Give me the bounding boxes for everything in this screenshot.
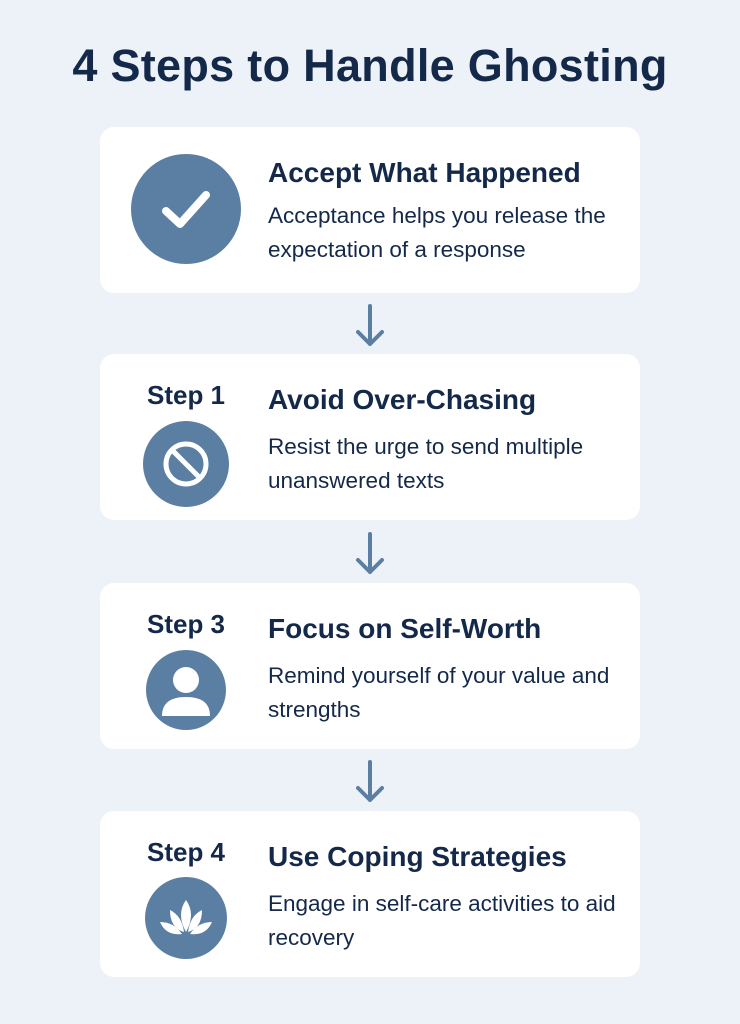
arrow-down-icon	[356, 532, 384, 574]
step-label: Step 4	[146, 837, 226, 867]
step-label: Step 3	[146, 609, 226, 639]
card-description: Resist the urge to send multiple unanswe…	[268, 434, 584, 493]
card-heading: Accept What Happened	[268, 157, 581, 188]
person-icon	[146, 650, 226, 730]
prohibited-icon	[143, 421, 229, 507]
card-heading: Avoid Over-Chasing	[268, 384, 537, 415]
arrow-down-icon	[356, 760, 384, 802]
card-description: Remind yourself of your value and streng…	[268, 663, 610, 722]
step-card-1: Step 1 Avoid Over-Chasing Resist the urg…	[100, 354, 640, 520]
step-card-3: Step 3 Focus on Self-Worth Remind yourse…	[100, 583, 640, 749]
step-card-4: Step 4 Use Coping Strategies Engage in s…	[100, 811, 640, 977]
card-description: Engage in self-care activities to aid re…	[268, 891, 616, 950]
step-label: Step 1	[146, 380, 226, 410]
page-title: 4 Steps to Handle Ghosting	[72, 40, 668, 91]
lotus-icon	[145, 877, 227, 959]
card-heading: Focus on Self-Worth	[268, 613, 542, 644]
card-heading: Use Coping Strategies	[268, 841, 567, 872]
step-card-accept: Accept What Happened Acceptance helps yo…	[100, 127, 640, 293]
arrow-down-icon	[356, 304, 384, 346]
card-description: Acceptance helps you release the expecta…	[268, 203, 606, 262]
check-icon	[131, 154, 241, 264]
